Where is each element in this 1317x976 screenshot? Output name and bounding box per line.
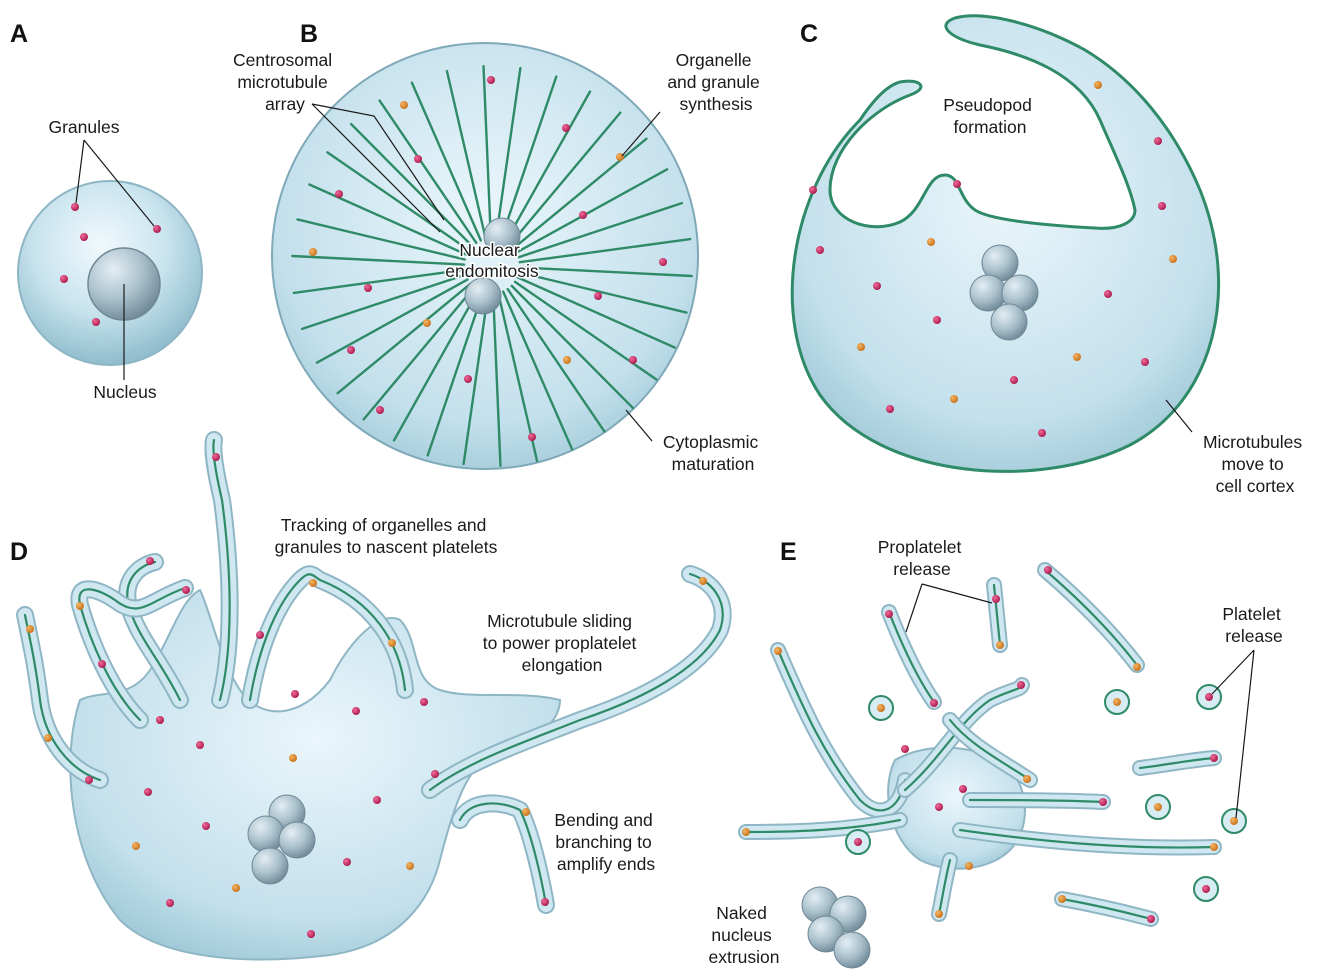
cytoplasmic-leader xyxy=(626,410,652,441)
panel-b-letter: B xyxy=(300,20,318,48)
pseudopod-label: Pseudopod formation xyxy=(943,95,1036,137)
proplatelet-fragment-e-2-cytoplasm xyxy=(889,612,934,702)
proplatelet-leader xyxy=(906,584,992,632)
cytoplasmic-label: Cytoplasmic maturation xyxy=(663,432,763,474)
panel-d: D xyxy=(10,440,723,959)
granules-label: Granules xyxy=(48,117,119,137)
proplatelet-fragment-e-4-membrane xyxy=(778,650,905,810)
sliding-label: Microtubule sliding to power proplatelet… xyxy=(483,611,642,675)
nucleus-label: Nucleus xyxy=(93,382,156,402)
panel-c-letter: C xyxy=(800,20,818,48)
platelet-leader xyxy=(1212,650,1254,818)
microtubules-label: Microtubules move to cell cortex xyxy=(1203,432,1307,496)
naked-nucleus xyxy=(802,887,870,968)
panel-e-letter: E xyxy=(780,538,797,566)
panel-a-letter: A xyxy=(10,20,28,48)
panel-d-letter: D xyxy=(10,538,28,566)
proplatelet-fragment-e-1-cytoplasm xyxy=(1045,570,1137,665)
platelet-label: Platelet release xyxy=(1222,604,1285,646)
bending-label: Bending and branching to amplify ends xyxy=(554,810,657,874)
naked-label: Naked nucleus extrusion xyxy=(708,903,779,967)
centrosomal-label: Centrosomal microtubule array xyxy=(233,50,337,114)
panel-a: A Granules Nucleus xyxy=(10,20,202,402)
proplatelet-process-d-6-cytoplasm xyxy=(430,574,723,790)
cell-c xyxy=(792,16,1218,472)
panel-c: C Pse xyxy=(792,16,1307,496)
proplatelet-fragments-e xyxy=(746,570,1246,919)
tracking-label: Tracking of organelles and granules to n… xyxy=(275,515,498,557)
panel-b: B Centrosomal xyxy=(233,20,765,474)
panel-e: E xyxy=(708,537,1285,968)
nucleus-b-bottom xyxy=(465,278,501,314)
proplatelet-label: Proplatelet release xyxy=(878,537,967,579)
organelle-label: Organelle and granule synthesis xyxy=(667,50,764,114)
